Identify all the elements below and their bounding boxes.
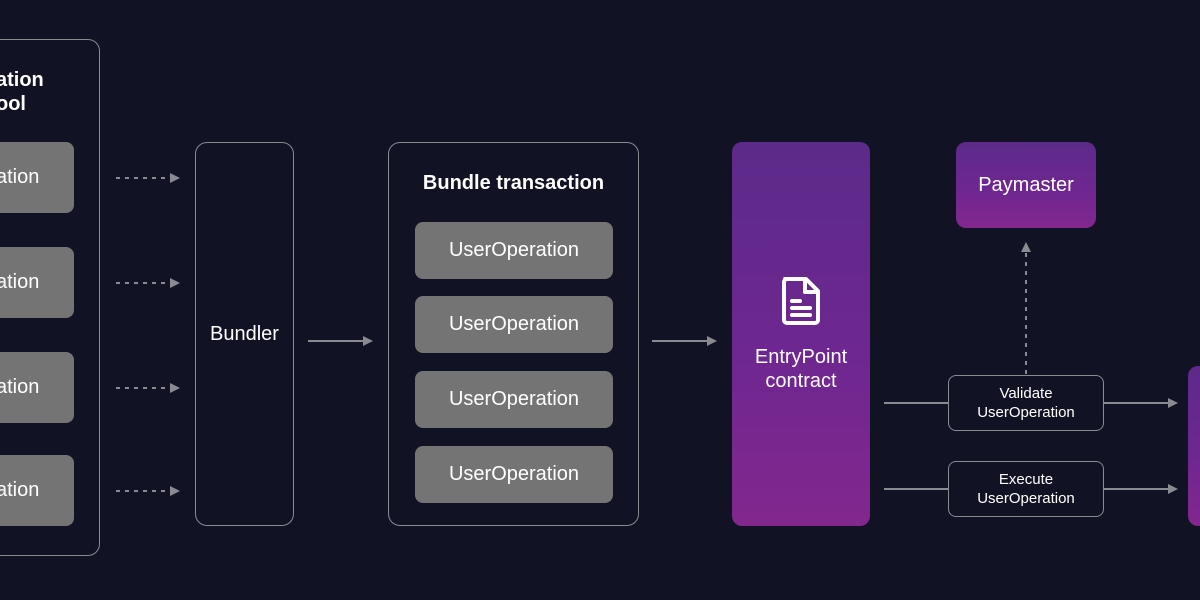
- execute-label-line1: Execute: [998, 471, 1054, 488]
- validate-label-line1: Validate: [999, 385, 1053, 402]
- mempool-item: ation: [0, 247, 74, 318]
- execute-label-line2: UserOperation: [977, 490, 1075, 507]
- mempool-item: ation: [0, 352, 74, 423]
- bundle-item-label: UserOperation: [448, 463, 580, 485]
- mempool-box: [0, 39, 100, 556]
- bundle-transaction-title: Bundle transaction: [422, 172, 605, 194]
- bundle-item-label: UserOperation: [448, 239, 580, 261]
- paymaster-box: Paymaster: [956, 142, 1096, 228]
- mempool-title-line1: ation: [0, 69, 44, 91]
- paymaster-label: Paymaster: [978, 173, 1074, 196]
- bundler-box: Bundler: [195, 142, 294, 526]
- execute-box: Execute UserOperation: [948, 461, 1104, 517]
- document-icon: [782, 277, 820, 325]
- mempool-item: ation: [0, 455, 74, 526]
- bundle-transaction-box: [388, 142, 639, 526]
- mempool-item-label: ation: [0, 376, 40, 398]
- bundler-label: Bundler: [210, 322, 279, 345]
- bundle-item: UserOperation: [415, 296, 613, 353]
- bundle-item: UserOperation: [415, 222, 613, 279]
- account-box-partial: [1188, 366, 1200, 526]
- entrypoint-label-line1: EntryPoint: [754, 346, 848, 368]
- entrypoint-label-line2: contract: [765, 370, 837, 392]
- entrypoint-box: [732, 142, 870, 526]
- validate-box: Validate UserOperation: [948, 375, 1104, 431]
- mempool-item: ation: [0, 142, 74, 213]
- validate-label-line2: UserOperation: [977, 404, 1075, 421]
- bundle-item-label: UserOperation: [448, 313, 580, 335]
- bundle-item-label: UserOperation: [448, 388, 580, 410]
- mempool-item-label: ation: [0, 166, 40, 188]
- bundle-item: UserOperation: [415, 446, 613, 503]
- mempool-item-label: ation: [0, 271, 40, 293]
- mempool-item-label: ation: [0, 479, 40, 501]
- mempool-title-line2: ool: [0, 93, 26, 115]
- bundle-item: UserOperation: [415, 371, 613, 428]
